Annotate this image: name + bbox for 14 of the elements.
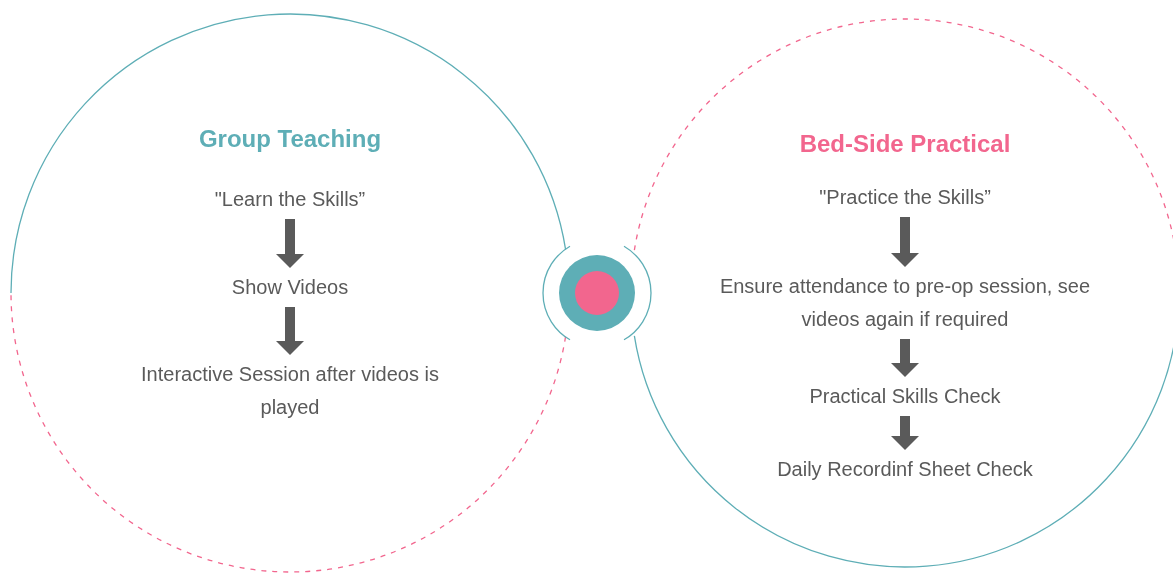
down-arrow [276, 307, 304, 355]
step-text: Interactive Session after videos is played [140, 358, 440, 424]
down-arrow [891, 416, 919, 450]
down-arrow [891, 217, 919, 267]
section-heading: Group Teaching [197, 124, 383, 154]
section-heading: Bed-Side Practical [798, 129, 1012, 159]
step-text: Ensure attendance to pre-op session, see videos again if required [690, 270, 1120, 336]
step-text: Show Videos [160, 271, 420, 304]
step-text: "Practice the Skills” [755, 181, 1055, 214]
down-arrow [891, 339, 919, 377]
step-text: Practical Skills Check [755, 380, 1055, 413]
down-arrow [276, 219, 304, 268]
step-text: Daily Recordinf Sheet Check [735, 453, 1075, 486]
step-text: "Learn the Skills” [160, 183, 420, 216]
